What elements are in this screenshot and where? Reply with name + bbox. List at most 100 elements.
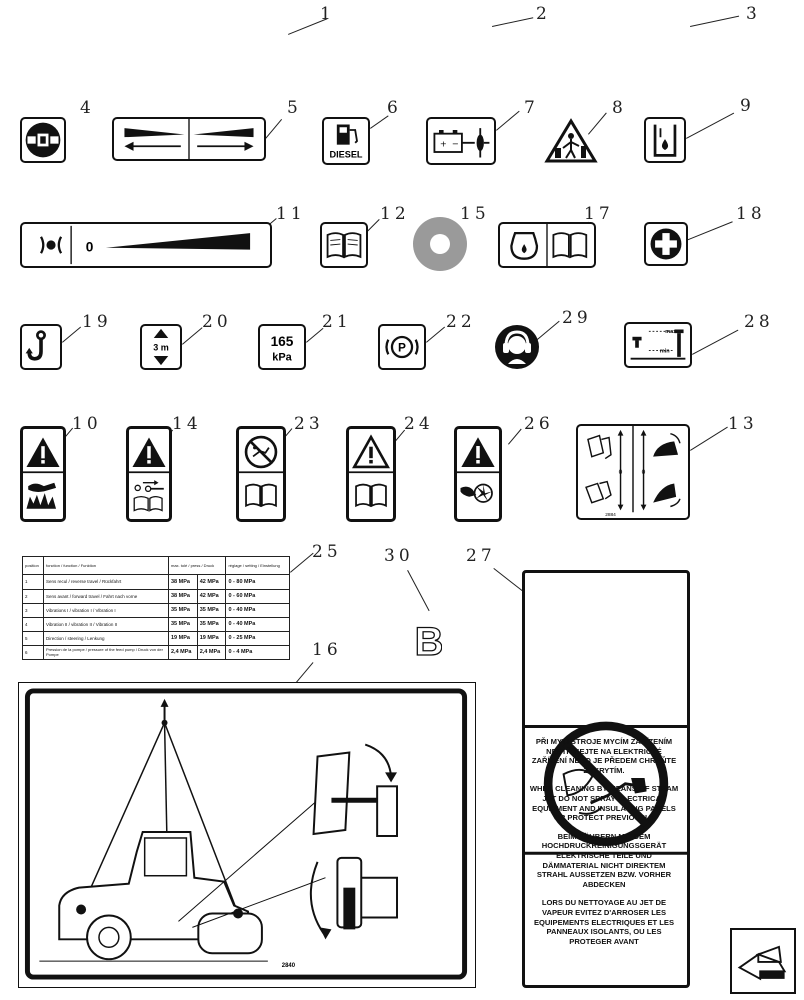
svg-text:−: −: [452, 139, 459, 149]
fan-warning-icon: [457, 437, 499, 503]
cell-function: Sens avant / forward travel / Fahrt nach…: [43, 588, 169, 604]
decal-23-no-spray-manual: [236, 426, 286, 522]
caution-book-icon: [349, 434, 393, 508]
grey-ring-icon: [413, 217, 467, 271]
table-row: 2 Sens avant / forward travel / Fahrt na…: [22, 588, 290, 604]
warning-czech: PŘI MYTÍ STROJE MYCÍM ZAŘÍZENÍM NESTŘÍKE…: [531, 737, 677, 775]
cell-value: 35 MPa: [196, 602, 227, 618]
decal-21-tyre-pressure: 165 kPa: [258, 324, 306, 370]
callout-22: 22: [446, 312, 476, 332]
table-header-row: position fonction / function / Funktion …: [22, 555, 290, 576]
header-function: fonction / function / Funktion: [43, 555, 169, 576]
sling-code: 2840: [282, 963, 296, 969]
decal-4-lifting-point: [20, 117, 66, 163]
header-setting: réglage / setting / Einstellung: [225, 555, 290, 576]
pressure-unit: kPa: [272, 352, 292, 364]
cell-range: 0 - 40 MPa: [225, 616, 290, 632]
cell-value: 35 MPa: [168, 616, 198, 632]
decal-7-battery-disconnect: + −: [426, 117, 496, 165]
battery-switch-icon: + −: [433, 128, 490, 158]
table-row: 3 Vibrations I / vibration I / Vibration…: [22, 602, 290, 618]
callout-24: 24: [404, 414, 434, 434]
cell-position: 1: [22, 574, 44, 590]
cell-range: 0 - 80 MPa: [225, 574, 290, 590]
callout-27: 27: [466, 546, 496, 566]
callout-20: 20: [202, 312, 232, 332]
cell-value: 19 MPa: [168, 630, 198, 646]
no-spray-book-icon: [239, 435, 283, 508]
cell-value: 42 MPa: [196, 574, 227, 590]
decal-28-oil-level-max-min: max min: [624, 322, 692, 368]
decal-5-direction-arrows: [112, 117, 266, 161]
diesel-label: DIESEL: [329, 150, 362, 160]
ear-protection-icon: [495, 325, 539, 369]
cell-value: 19 MPa: [196, 630, 227, 646]
callout-15: 15: [460, 204, 490, 224]
callout-12: 12: [380, 204, 410, 224]
lifting-point-icon: [25, 122, 61, 158]
warning-triangle-icon: [544, 118, 598, 163]
header-max-pressure: max. tolé / press / Druck: [167, 555, 227, 576]
cell-range: 0 - 40 MPa: [225, 602, 290, 618]
cell-range: 0 - 25 MPa: [225, 630, 290, 646]
level-gauge-icon: max min: [630, 329, 686, 360]
decal-24-caution-manual: [346, 426, 396, 522]
svg-text:+: +: [440, 139, 447, 149]
decal-17-engine-oil-manual: [498, 222, 596, 268]
cell-position: 3: [22, 602, 44, 618]
direction-arrows-icon: [124, 119, 254, 159]
decal-30-letter-b: B: [414, 619, 444, 664]
cell-range: 0 - 60 MPa: [225, 588, 290, 604]
decal-9-hydraulic-level: [644, 117, 686, 163]
callout-9: 9: [740, 96, 755, 116]
table-row: 6 Pression de la pompe / pressure of the…: [22, 644, 290, 661]
lift-height-label: 3 m: [153, 343, 169, 353]
cell-range: 0 - 4 MPa: [225, 644, 290, 661]
callout-25: 25: [312, 542, 342, 562]
callout-14: 14: [172, 414, 202, 434]
arrow-icon: [737, 945, 787, 981]
cell-function: Sens recul / reverse travel / Rückfahrt: [43, 574, 169, 590]
cell-value: 2,4 MPa: [168, 644, 198, 661]
callout-2: 2: [536, 4, 551, 24]
warning-german: BEIM SÄUBERN MIT DEM HOCHDRUCKREINIGUNGS…: [536, 831, 672, 889]
callout-19: 19: [82, 312, 112, 332]
table-row: 5 Direction / steering / Lenkung 19 MPa …: [22, 630, 290, 646]
cell-function: Vibration II / vibration II / Vibration …: [43, 616, 169, 632]
warning-french: LORS DU NETTOYAGE AU JET DE VAPEUR EVITE…: [533, 898, 675, 946]
callout-11: 11: [276, 204, 306, 224]
decal-8-hand-crush-warning: [544, 118, 598, 164]
cell-position: 4: [22, 616, 44, 632]
decal-22-parking-brake: P: [378, 324, 426, 370]
cell-position: 2: [22, 588, 44, 604]
cell-function: Pression de la pompe / pressure of the f…: [43, 644, 169, 661]
callout-26: 26: [524, 414, 554, 434]
callout-5: 5: [287, 98, 302, 118]
decal-20-lift-height: 3 m: [140, 324, 182, 370]
pressure-settings-table: position fonction / function / Funktion …: [22, 555, 290, 661]
callout-4: 4: [80, 98, 95, 118]
decal-29-ear-protection: [494, 324, 540, 370]
cell-value: 38 MPa: [168, 588, 198, 604]
header-position: position: [22, 555, 44, 576]
callout-3: 3: [746, 4, 761, 24]
max-label: max: [665, 329, 676, 335]
next-page-arrow[interactable]: [730, 928, 796, 994]
callout-17: 17: [584, 204, 614, 224]
hook-icon: [25, 330, 46, 361]
hydraulic-oil-icon: [653, 124, 677, 157]
decal-14-key-manual-warning: [126, 426, 172, 522]
decal-12-read-manual: [320, 222, 368, 268]
decal-16-lifting-diagram: 2840: [18, 682, 476, 988]
height-arrows-icon: 3 m: [153, 328, 169, 366]
parking-brake-icon: P: [385, 335, 419, 359]
engine-oil-book-icon: [510, 224, 588, 266]
tyre-pressure-icon: 165 kPa: [271, 334, 294, 364]
fuel-pump-icon: DIESEL: [329, 124, 363, 160]
pressure-value: 165: [271, 334, 294, 349]
decal-6-diesel: DIESEL: [322, 117, 370, 165]
callout-18: 18: [736, 204, 766, 224]
callout-10: 10: [72, 414, 102, 434]
cell-value: 35 MPa: [168, 602, 198, 618]
vibration-ramp-icon: 0: [39, 225, 251, 265]
